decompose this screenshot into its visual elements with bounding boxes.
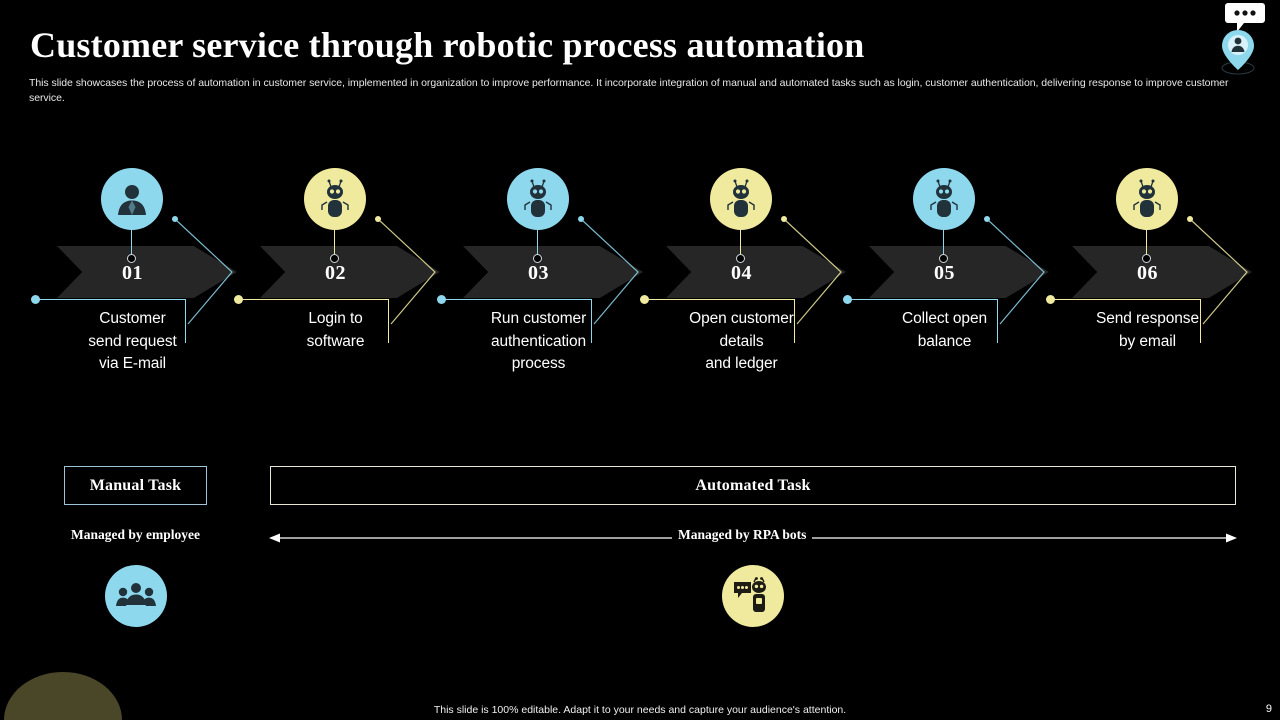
step-arrow-body (869, 246, 1049, 298)
step-stem (1146, 230, 1147, 258)
step-number: 04 (731, 262, 752, 284)
people-group-icon (105, 565, 167, 627)
page-subtitle: This slide showcases the process of auto… (29, 77, 1229, 104)
step-stem-ring (533, 254, 542, 263)
step-lead-dot (437, 295, 446, 304)
step-lead-dot (843, 295, 852, 304)
step-outline-dot (172, 216, 178, 222)
step-icon-circle (304, 168, 366, 230)
step-outline-dot (781, 216, 787, 222)
step-lead-line (444, 299, 592, 300)
step-stem (740, 230, 741, 258)
step-arrow-outline (378, 219, 436, 325)
step-lead-line (38, 299, 186, 300)
step-stem (131, 230, 132, 258)
step-lead-line (241, 299, 389, 300)
step-arrow-outline (784, 219, 842, 325)
step-lead-line (647, 299, 795, 300)
step-arrow-outline (1190, 219, 1248, 325)
footer-note: This slide is 100% editable. Adapt it to… (433, 704, 847, 716)
step-lead-drop (1200, 299, 1201, 343)
step-number: 02 (325, 262, 346, 284)
step-arrow-body (666, 246, 846, 298)
step-number: 06 (1137, 262, 1158, 284)
step-outline-dot (984, 216, 990, 222)
step-number: 05 (934, 262, 955, 284)
step-icon-circle (913, 168, 975, 230)
step-arrow-body (1072, 246, 1252, 298)
step-lead-dot (1046, 295, 1055, 304)
manual-sub-label: Managed by employee (71, 527, 200, 542)
step-arrow-body (260, 246, 440, 298)
page-title: Customer service through robotic process… (30, 25, 865, 65)
step-stem (334, 230, 335, 258)
step-stem-ring (939, 254, 948, 263)
chat-robot-icon (722, 565, 784, 627)
step-arrow-outline (581, 219, 639, 325)
step-lead-drop (794, 299, 795, 343)
step-lead-drop (997, 299, 998, 343)
step-arrow-outline (175, 219, 233, 325)
step-icon-circle (1116, 168, 1178, 230)
step-stem (537, 230, 538, 258)
step-outline-dot (1187, 216, 1193, 222)
step-icon-circle (101, 168, 163, 230)
step-lead-drop (185, 299, 186, 343)
step-outline-dot (578, 216, 584, 222)
manual-task-box[interactable]: Manual Task (64, 466, 207, 505)
automated-task-box[interactable]: Automated Task (270, 466, 1236, 505)
automated-task-label: Automated Task (695, 476, 811, 494)
step-outline-dot (375, 216, 381, 222)
step-number: 03 (528, 262, 549, 284)
step-lead-dot (31, 295, 40, 304)
step-icon-circle (710, 168, 772, 230)
step-stem-ring (127, 254, 136, 263)
step-lead-dot (640, 295, 649, 304)
step-lead-line (1053, 299, 1201, 300)
step-arrow-outline (987, 219, 1045, 325)
step-stem-ring (1142, 254, 1151, 263)
step-number: 01 (122, 262, 143, 284)
manual-task-label: Manual Task (89, 476, 182, 494)
step-icon-circle (507, 168, 569, 230)
step-stem-ring (330, 254, 339, 263)
chat-bubble-icon (1225, 3, 1265, 32)
page-number: 9 (1265, 703, 1272, 715)
rpa-sub-label: Managed by RPA bots (672, 527, 813, 543)
map-pin-person-icon (1221, 30, 1255, 75)
step-lead-dot (234, 295, 243, 304)
step-stem-ring (736, 254, 745, 263)
step-lead-drop (388, 299, 389, 343)
step-stem (943, 230, 944, 258)
step-arrow-body (57, 246, 237, 298)
step-lead-drop (591, 299, 592, 343)
step-lead-line (850, 299, 998, 300)
step-arrow-body (463, 246, 643, 298)
